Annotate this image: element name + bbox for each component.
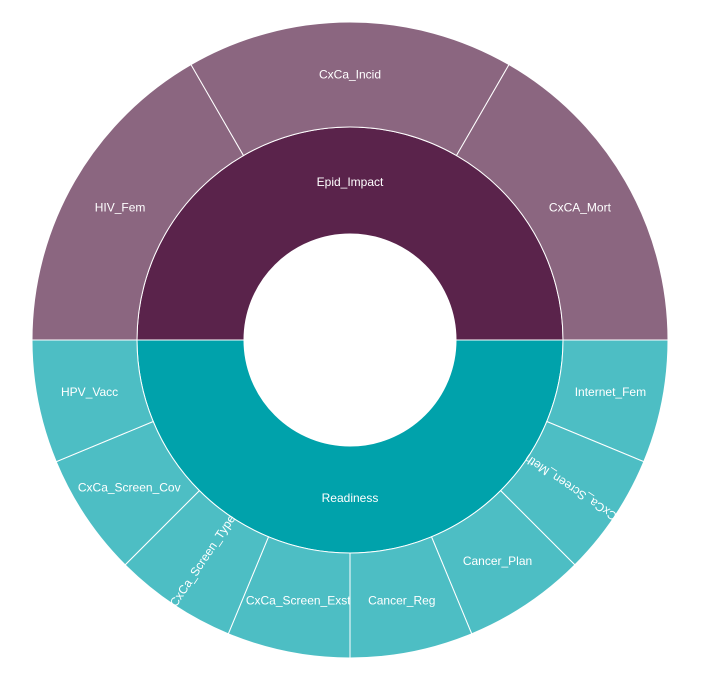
label-hpv-vacc: HPV_Vacc (61, 385, 118, 399)
label-internet-fem: Internet_Fem (575, 385, 646, 399)
label-cxca-incid: CxCa_Incid (319, 68, 381, 82)
label-hiv-fem: HIV_Fem (95, 200, 146, 214)
sunburst-segment-hpv-vacc[interactable] (31, 339, 154, 463)
label-cancer-reg: Cancer_Reg (368, 593, 435, 607)
label-cxca-mort: CxCA_Mort (549, 200, 612, 214)
center-hole (244, 234, 456, 446)
label-epid-impact: Epid_Impact (317, 175, 384, 189)
label-readiness: Readiness (322, 491, 379, 505)
label-cxca-screen-cov: CxCa_Screen_Cov (78, 481, 181, 495)
label-cancer-plan: Cancer_Plan (463, 554, 532, 568)
label-cxca-screen-exst: CxCa_Screen_Exst (246, 593, 351, 607)
